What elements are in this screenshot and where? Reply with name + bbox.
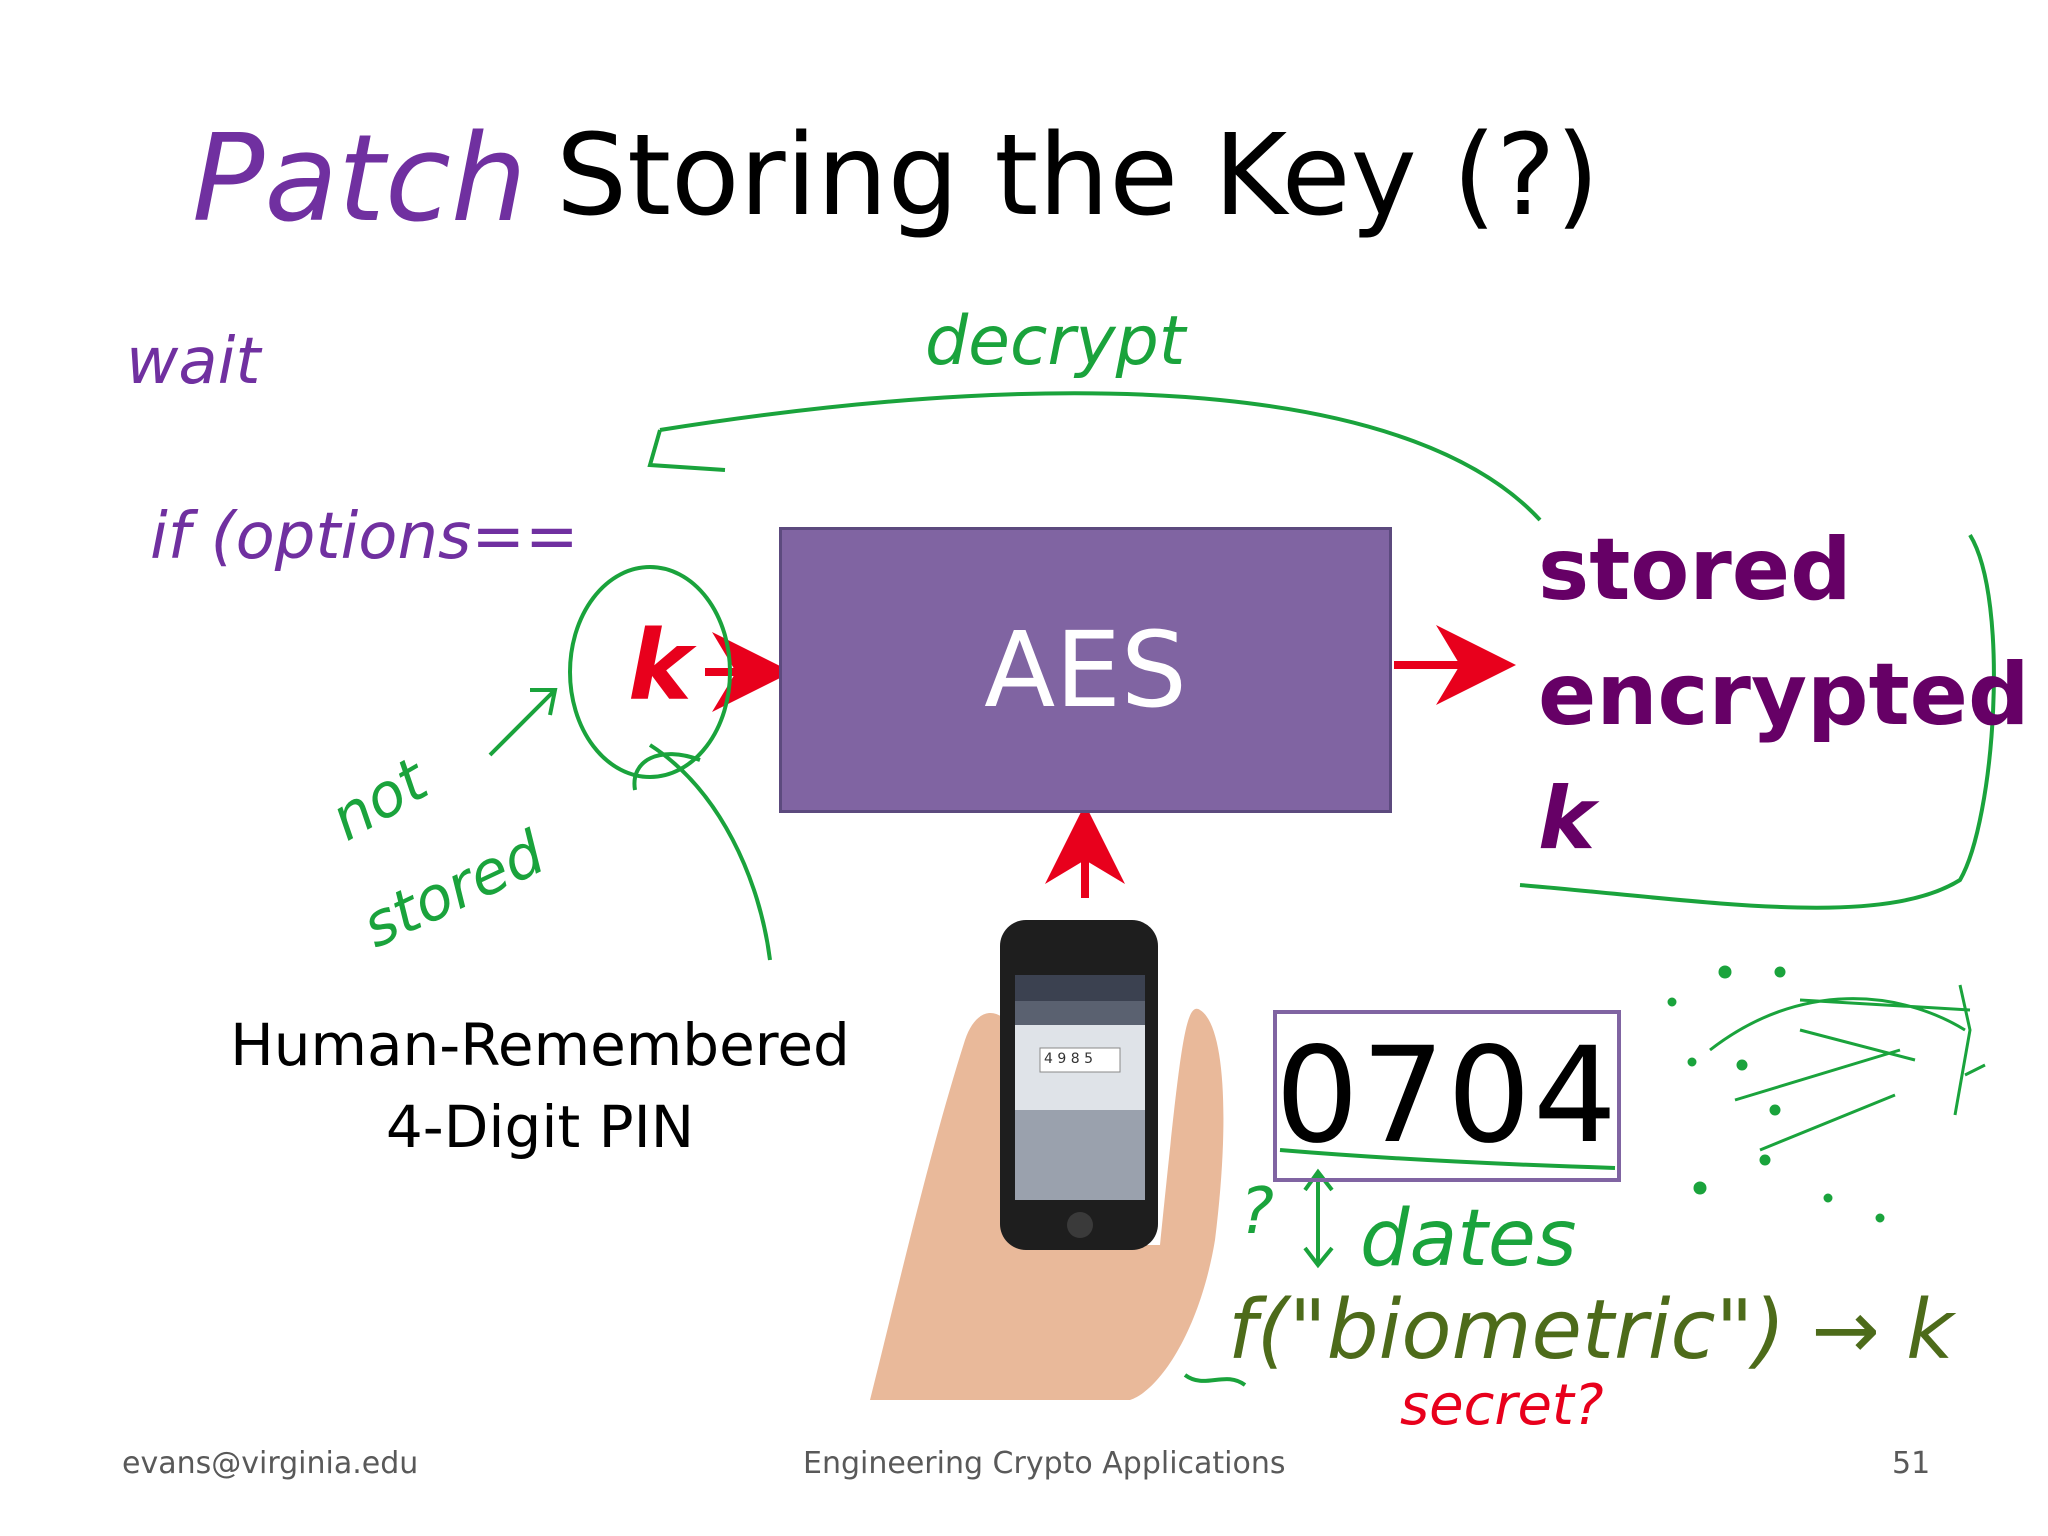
annotation-secret: secret? bbox=[1400, 1373, 1604, 1438]
annotation-if-options: if (options== bbox=[150, 500, 579, 574]
output-bracket bbox=[1519, 533, 1996, 910]
phone-screen-header bbox=[1015, 975, 1145, 1001]
pin-dates-double-arrow bbox=[1303, 1168, 1334, 1269]
pin-caption: Human-Remembered 4-Digit PIN bbox=[220, 1004, 860, 1169]
decrypt-curve bbox=[647, 391, 1542, 522]
annotation-wait: wait bbox=[126, 325, 261, 399]
k-circle bbox=[568, 565, 732, 779]
slide-title: Storing the Key (?) bbox=[556, 111, 1600, 241]
annotation-patch: Patch bbox=[192, 110, 527, 249]
output-line-encrypted: encrypted bbox=[1538, 644, 2030, 745]
aes-box: AES bbox=[779, 527, 1392, 813]
biometric-swoosh bbox=[1183, 1373, 1247, 1387]
phone-keypad bbox=[1015, 1110, 1145, 1200]
output-line-stored: stored bbox=[1538, 520, 1852, 620]
pin-caption-line-2: 4-Digit PIN bbox=[385, 1093, 695, 1162]
phone-pin-digits: 4 9 8 5 bbox=[1044, 1051, 1093, 1067]
annotation-question: ? bbox=[1240, 1175, 1274, 1249]
footer-course-title: Engineering Crypto Applications bbox=[803, 1446, 1286, 1481]
phone-pin-field bbox=[1039, 1047, 1121, 1073]
pin-value: 0704 bbox=[1275, 1019, 1619, 1173]
annotation-biometric: f("biometric") → k bbox=[1228, 1283, 1954, 1378]
phone-screen-tabs bbox=[1015, 1001, 1145, 1025]
scatter-sketch bbox=[1667, 965, 1986, 1223]
footer-slide-number: 51 bbox=[1892, 1446, 1931, 1481]
pin-underline bbox=[1279, 1148, 1616, 1170]
stored-encrypted-k-label: stored encrypted k bbox=[1538, 508, 2030, 882]
bottom-to-k-arrow bbox=[632, 743, 772, 961]
annotation-dates: dates bbox=[1360, 1194, 1577, 1284]
annotation-decrypt: decrypt bbox=[925, 302, 1186, 381]
footer-email: evans@virginia.edu bbox=[122, 1446, 419, 1481]
pin-caption-line-1: Human-Remembered bbox=[230, 1011, 850, 1079]
output-line-k: k bbox=[1538, 769, 1596, 870]
not-stored-arrow bbox=[488, 688, 558, 757]
key-k-label: k bbox=[628, 610, 692, 722]
pin-box: 0704 bbox=[1273, 1010, 1621, 1182]
aes-label: AES bbox=[984, 609, 1187, 731]
phone-home-button bbox=[1067, 1212, 1093, 1238]
